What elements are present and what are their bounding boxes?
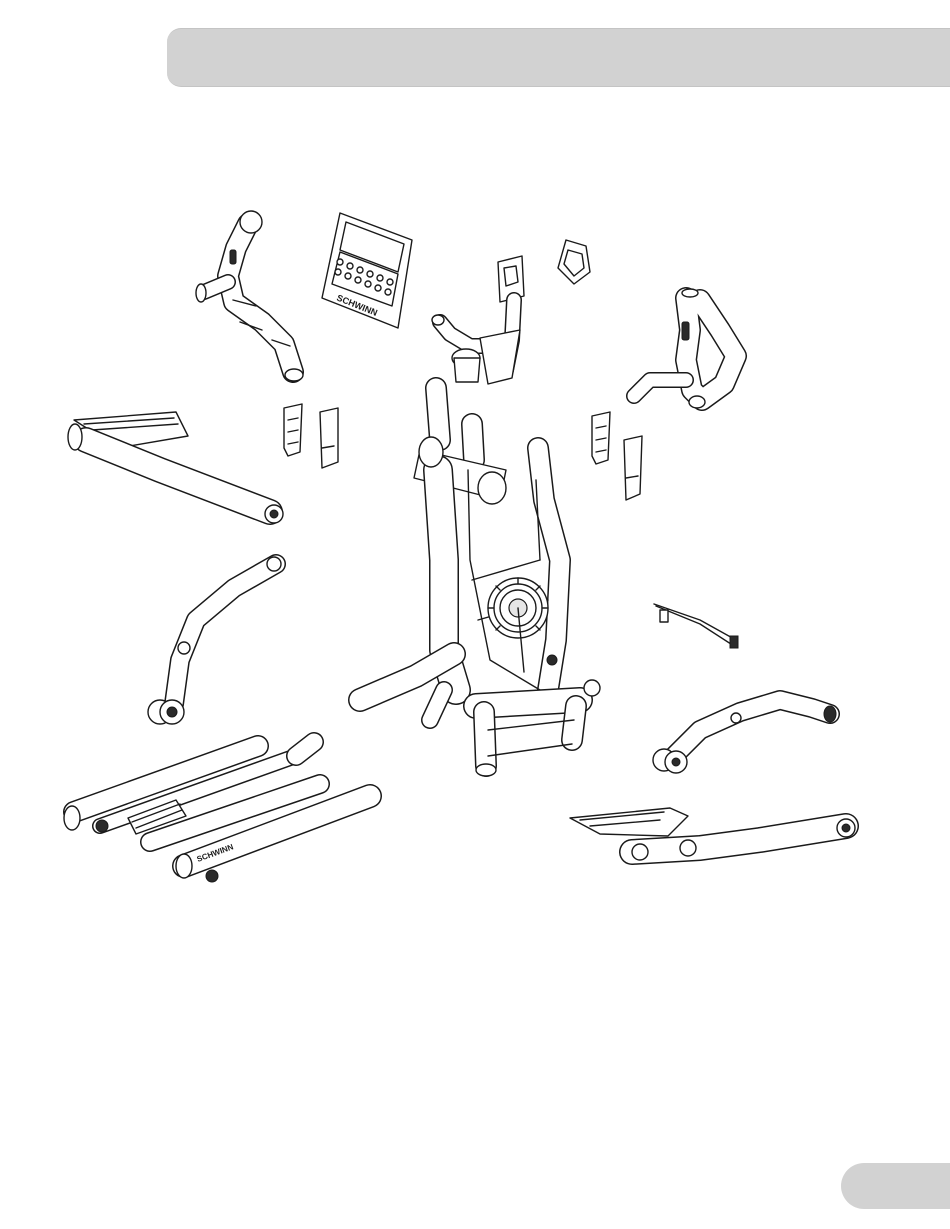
right-leg-link [653,700,836,773]
right-upper-handlebar [634,289,736,408]
right-shroud-cover-a [592,412,610,464]
left-leg-link [148,557,281,724]
console-mast [432,256,524,384]
stabilizer-rail-assembly: SCHWINN [64,742,370,882]
main-frame [360,388,600,776]
left-upper-handlebar [196,211,303,381]
left-lower-arm [68,412,283,523]
left-shroud-cover-a [284,404,302,456]
console-bracket [558,240,590,284]
right-shroud-cover-b [624,436,642,500]
console: SCHWINN [322,213,412,328]
right-lower-arm [570,808,855,860]
left-shroud-cover-b [320,408,338,468]
power-cord [654,604,738,648]
